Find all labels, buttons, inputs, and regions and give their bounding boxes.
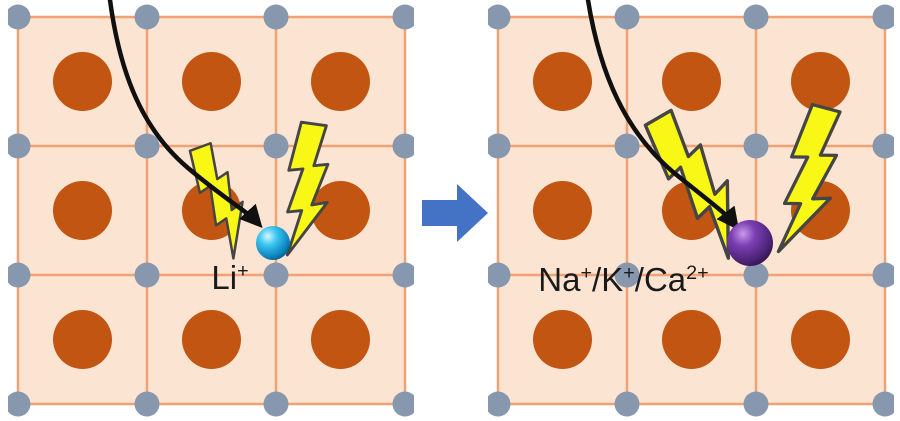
label-charge-segment: 2+	[686, 262, 709, 284]
label-text-segment: Li	[211, 259, 238, 296]
left-lattice-svg	[8, 0, 414, 418]
label-separator: /	[634, 261, 644, 298]
left-lattice-panel: Li+	[8, 0, 414, 421]
label-charge-segment: +	[237, 260, 249, 282]
crystal-lattice	[8, 3, 414, 418]
label-text-segment: Na	[538, 261, 581, 298]
li-ion-sphere	[256, 226, 290, 260]
li-ion-label: Li+	[180, 259, 280, 296]
substitute-ion-label: Na+/K+/Ca2+	[516, 261, 731, 298]
right-lattice-svg	[488, 0, 894, 418]
right-lattice-panel: Na+/K+/Ca2+	[488, 0, 894, 421]
transform-arrow-svg	[422, 184, 488, 242]
label-charge-segment: +	[623, 262, 635, 284]
transform-arrow-icon	[422, 184, 488, 242]
label-text-segment: Ca	[643, 261, 687, 298]
substitute-ion-sphere	[727, 220, 773, 266]
impact-arrow-icon	[585, 0, 740, 231]
label-charge-segment: +	[580, 262, 593, 284]
right-block-arrow	[422, 184, 488, 242]
crystal-lattice	[488, 3, 894, 418]
label-text-segment: K	[601, 261, 624, 298]
label-separator: /	[592, 261, 602, 298]
impact-arrow-icon	[107, 0, 263, 228]
